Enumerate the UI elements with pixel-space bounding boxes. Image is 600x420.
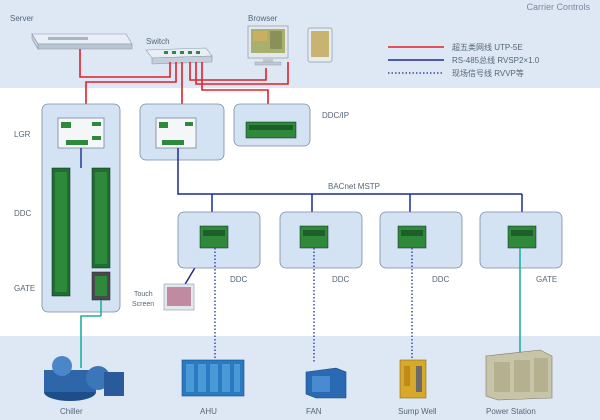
ddc-label: DDC xyxy=(14,209,32,218)
gate-label: GATE xyxy=(14,284,35,293)
legend-label-field: 现场信号线 RVVP等 xyxy=(452,68,524,78)
legend: 超五类网线 UTP-5E RS-485总线 RVSP2×1.0 现场信号线 RV… xyxy=(388,42,540,78)
legend-label-utp: 超五类网线 UTP-5E xyxy=(452,42,523,52)
touch-screen-icon xyxy=(163,283,195,311)
bus-label: BACnet MSTP xyxy=(328,182,380,191)
equipment-label-5: Power Station xyxy=(486,407,536,416)
browser-label: Browser xyxy=(248,14,278,23)
fan-icon xyxy=(305,367,347,399)
module-ddc-2 xyxy=(279,211,363,269)
power-station-icon xyxy=(485,349,553,401)
legend-label-rs485: RS-485总线 RVSP2×1.0 xyxy=(452,55,540,65)
lgr-label: LGR xyxy=(14,130,31,139)
module-label-4: GATE xyxy=(536,275,557,284)
touch-screen-label-2: Screen xyxy=(132,301,154,308)
monitor-icon xyxy=(247,25,289,66)
equipment-label-4: Sump Well xyxy=(398,407,437,416)
gate-teal-link-b xyxy=(80,315,101,368)
server-icon xyxy=(31,32,133,51)
tablet-icon xyxy=(307,27,333,63)
ddc-module-stack-left xyxy=(51,167,71,297)
switch-label: Switch xyxy=(146,37,170,46)
module-label-2: DDC xyxy=(332,275,350,284)
equipment-label-1: Chiller xyxy=(60,407,83,416)
ahu-icon xyxy=(181,359,245,397)
equipment-label-2: AHU xyxy=(200,407,217,416)
field-signal-lines xyxy=(214,248,413,362)
sump-well-icon xyxy=(399,359,427,399)
module-ddc-3 xyxy=(379,211,463,269)
diagram-title: Carrier Controls xyxy=(526,2,590,12)
ddc-module-stack-right xyxy=(91,167,111,269)
server-label: Server xyxy=(10,14,34,23)
ddcip-label: DDC/IP xyxy=(322,111,349,120)
ddcip-module-icon xyxy=(245,121,297,139)
chiller-icon xyxy=(44,356,124,401)
equipment-label-3: FAN xyxy=(306,407,322,416)
module-label-3: DDC xyxy=(432,275,450,284)
center-controller-icon xyxy=(155,117,197,149)
module-label-1: DDC xyxy=(230,275,248,284)
lgr-controller-icon xyxy=(57,117,105,149)
touch-screen-label-1: Touch xyxy=(134,291,153,298)
module-ddc-1 xyxy=(177,211,261,269)
gate-module-icon xyxy=(91,271,111,301)
module-gate xyxy=(479,211,563,269)
switch-icon xyxy=(145,47,213,65)
